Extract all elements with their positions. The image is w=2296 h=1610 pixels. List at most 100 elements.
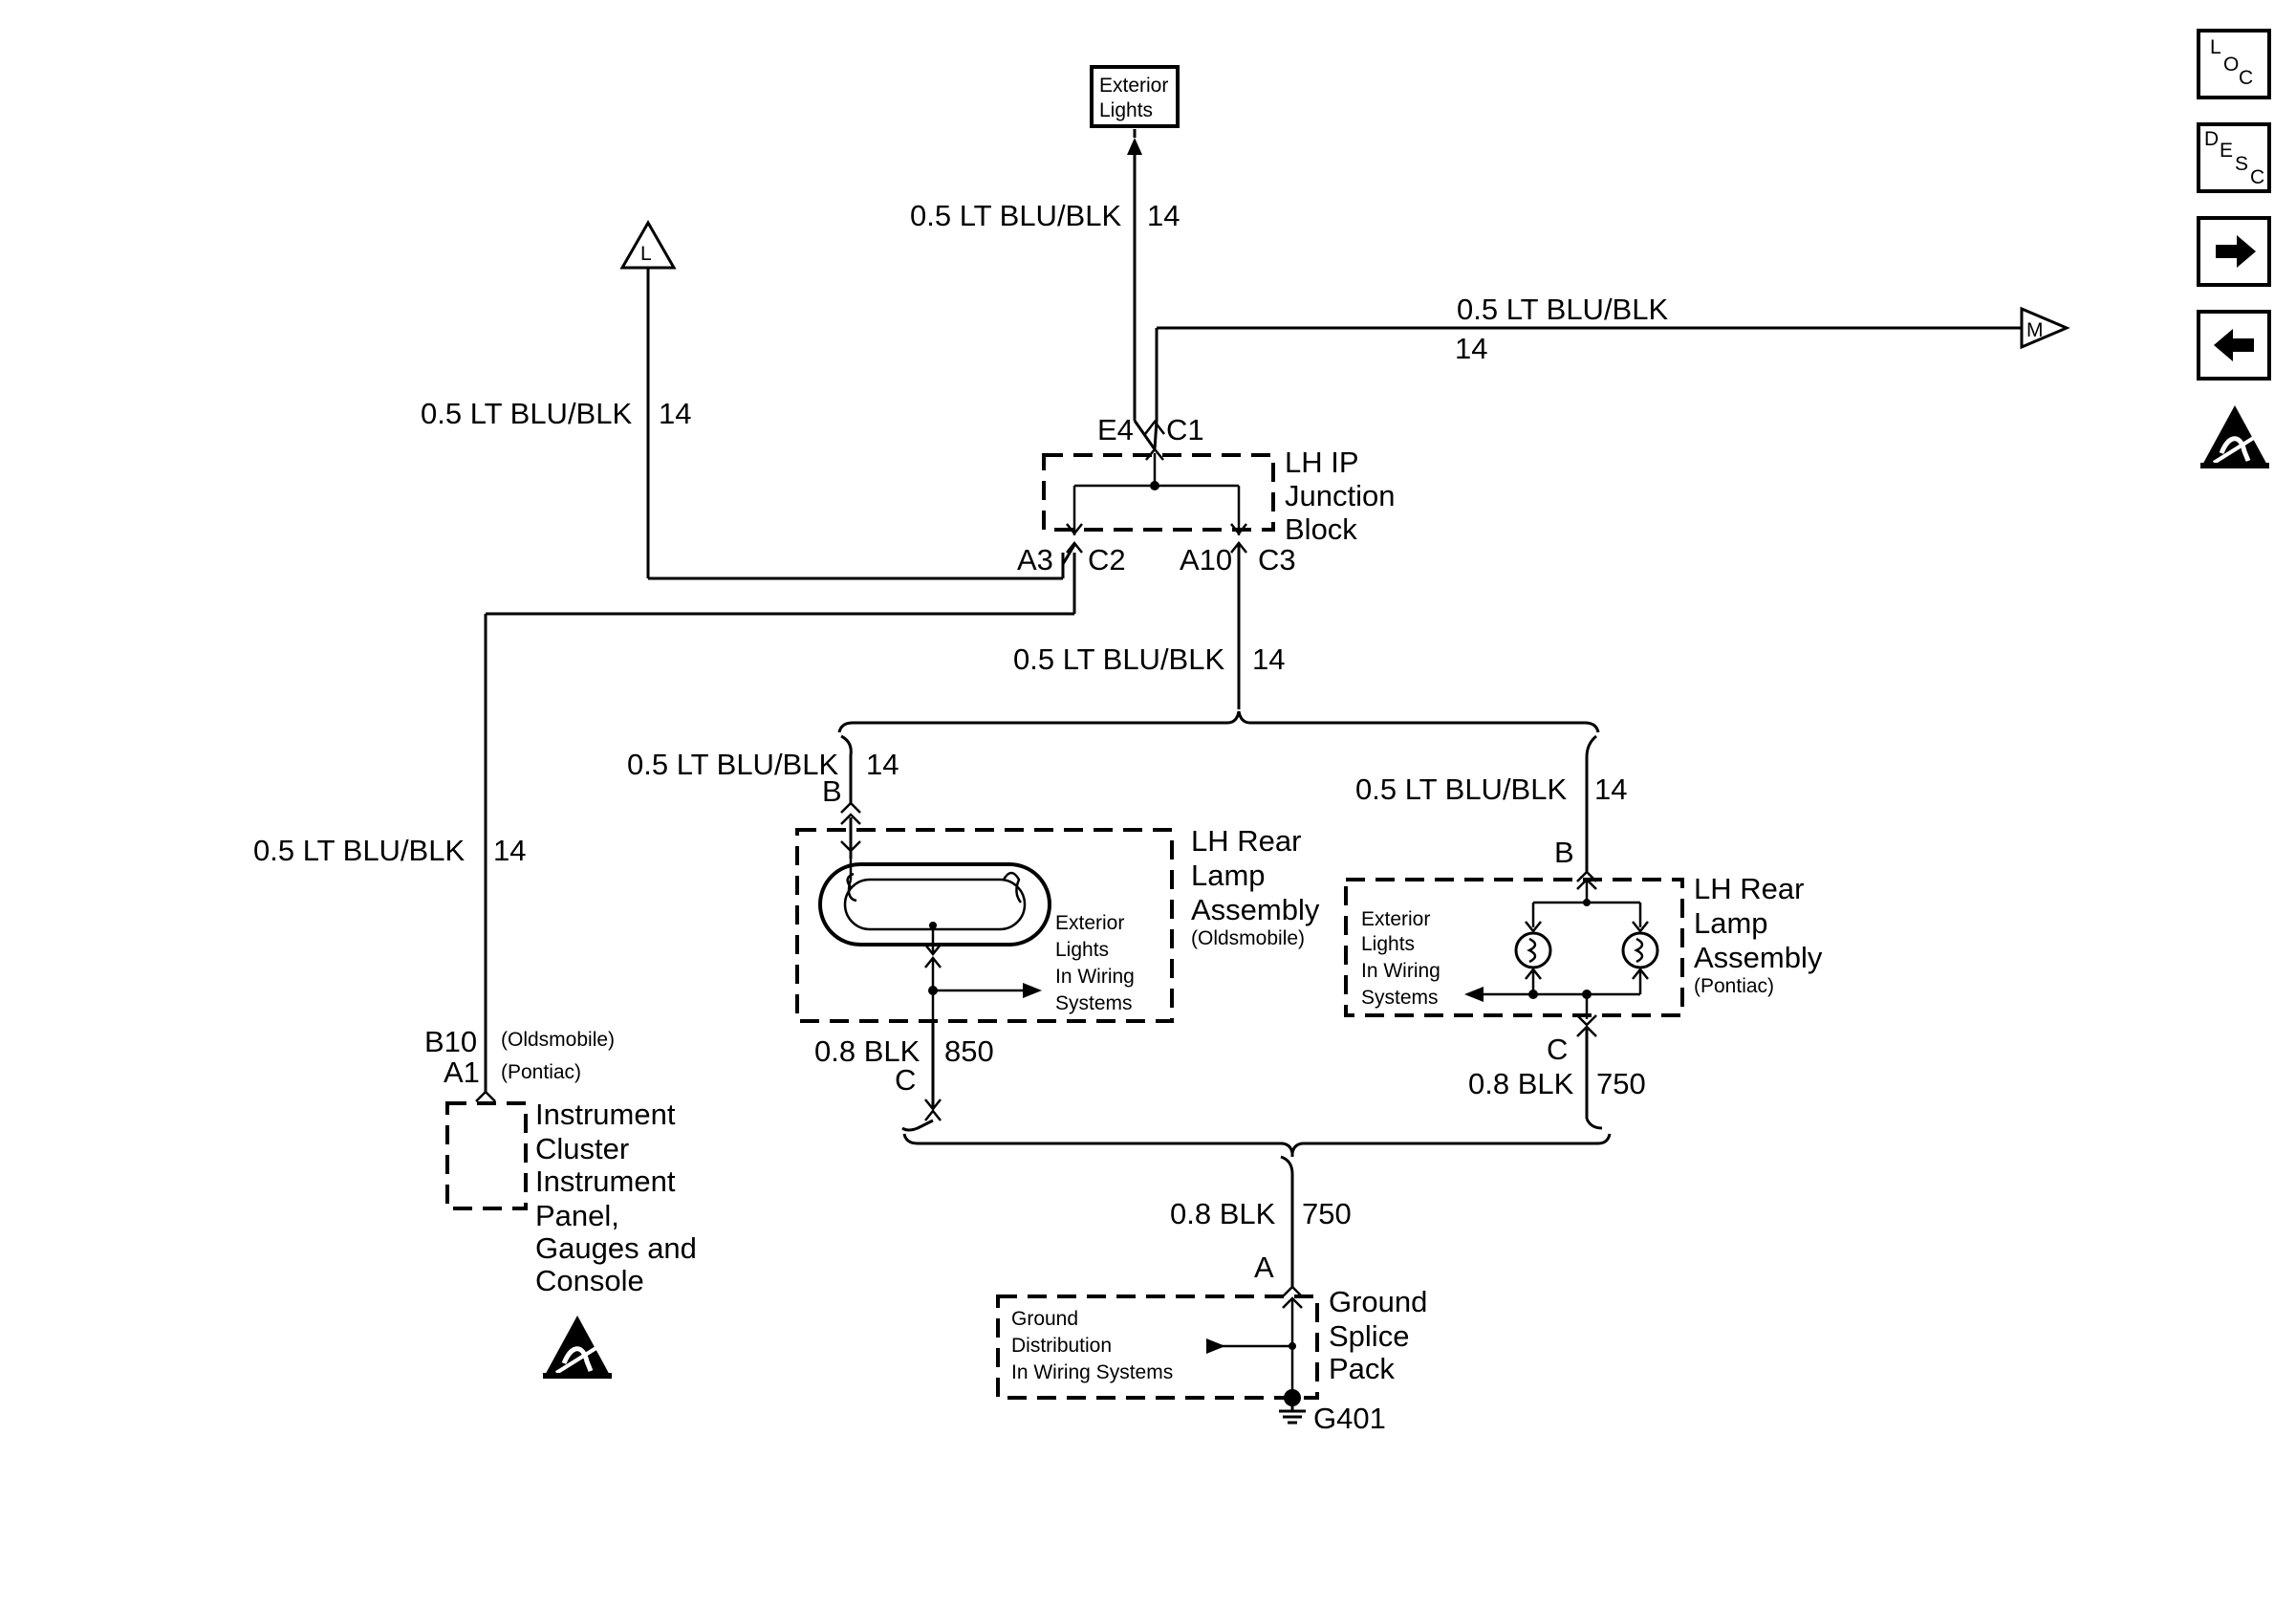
instrument-cluster[interactable]: B10 (Oldsmobile) A1 (Pontiac) Instrument… <box>424 1025 697 1297</box>
svg-text:Console: Console <box>535 1264 644 1297</box>
exterior-lights-box[interactable]: Exterior Lights <box>1090 65 1180 128</box>
pin-b10: B10 <box>424 1025 477 1058</box>
distribution-bus-top <box>837 710 1600 733</box>
ground-splice-pack[interactable]: Ground Distribution In Wiring Systems Gr… <box>996 1285 1427 1406</box>
svg-text:Lamp: Lamp <box>1694 906 1768 940</box>
svg-text:Gauges and: Gauges and <box>535 1231 697 1265</box>
olds-lamp-assembly[interactable]: Exterior Lights In Wiring Systems LH Rea… <box>795 824 1320 1071</box>
pin-a10: A10 <box>1180 543 1232 577</box>
offpage-l-connector[interactable]: L <box>619 219 677 270</box>
pin-c3: C3 <box>1258 543 1296 577</box>
esd-warning-icon <box>2200 405 2269 468</box>
svg-text:Ground: Ground <box>1329 1285 1427 1318</box>
wire-m-gauge: 0.5 LT BLU/BLK <box>1457 293 1668 326</box>
pin-c2: C2 <box>1088 543 1126 577</box>
arrow-right-small-icon <box>1023 983 1042 998</box>
svg-text:Instrument: Instrument <box>535 1098 676 1131</box>
wire-m-circuit: 14 <box>1455 332 1487 365</box>
svg-text:Exterior: Exterior <box>1055 912 1124 934</box>
svg-text:Block: Block <box>1285 512 1357 546</box>
svg-text:Lights: Lights <box>1361 933 1415 955</box>
pin-splice-a: A <box>1254 1251 1274 1284</box>
svg-text:M: M <box>2026 319 2044 341</box>
previous-page-button[interactable] <box>2197 310 2271 381</box>
arrow-right-icon <box>2216 235 2256 268</box>
arrow-right-small-icon <box>1206 1338 1225 1354</box>
svg-text:Distribution: Distribution <box>1011 1335 1112 1357</box>
pin-a1: A1 <box>444 1055 480 1089</box>
next-page-button[interactable] <box>2197 216 2271 287</box>
svg-text:(Pontiac): (Pontiac) <box>501 1061 581 1083</box>
svg-text:LH Rear: LH Rear <box>1694 872 1804 905</box>
svg-text:Lamp: Lamp <box>1191 859 1266 892</box>
wire-top-gauge: 0.5 LT BLU/BLK <box>910 199 1121 232</box>
distribution-bus-bottom <box>901 1118 1612 1157</box>
wire-pont-feed-circuit: 14 <box>1594 772 1627 806</box>
svg-text:L: L <box>640 243 652 265</box>
wire-olds-ground: 0.8 BLK 850 C <box>814 1021 994 1121</box>
wire-splice-circuit: 750 <box>1302 1197 1352 1230</box>
wire-splice-gauge: 0.8 BLK <box>1170 1197 1276 1230</box>
svg-text:Systems: Systems <box>1055 992 1133 1014</box>
pin-pont-c: C <box>1547 1033 1568 1066</box>
ground-symbol: G401 <box>1279 1398 1386 1435</box>
wire-c3-circuit: 14 <box>1252 642 1285 676</box>
svg-text:Assembly: Assembly <box>1191 893 1320 926</box>
svg-text:O: O <box>2223 54 2239 76</box>
svg-text:In Wiring: In Wiring <box>1055 966 1135 988</box>
pin-pont-b: B <box>1554 836 1574 869</box>
bulb-icon <box>1621 931 1659 969</box>
svg-text:Panel,: Panel, <box>535 1199 619 1232</box>
svg-text:Ground: Ground <box>1011 1308 1078 1330</box>
svg-text:C: C <box>2239 67 2253 89</box>
wire-to-l: 0.5 LT BLU/BLK 14 <box>421 268 1065 580</box>
svg-text:S: S <box>2235 153 2248 175</box>
wire-c3-gauge: 0.5 LT BLU/BLK <box>1013 642 1224 676</box>
svg-text:(Oldsmobile): (Oldsmobile) <box>1191 927 1305 949</box>
wire-to-m: 0.5 LT BLU/BLK 14 <box>1155 293 2022 421</box>
wire-l-circuit: 14 <box>659 397 691 430</box>
wire-cluster-feed: 0.5 LT BLU/BLK 14 <box>253 553 1076 1092</box>
svg-text:Cluster: Cluster <box>535 1132 629 1165</box>
svg-text:LH Rear: LH Rear <box>1191 824 1301 858</box>
wire-olds-ground-circuit: 850 <box>944 1034 994 1068</box>
arrow-left-small-icon <box>1464 987 1484 1002</box>
bulb-icon <box>1514 931 1552 969</box>
location-button[interactable]: L O C <box>2197 29 2271 99</box>
exterior-lights-label-2: Lights <box>1099 99 1153 121</box>
description-button[interactable]: D E S C <box>2197 122 2271 193</box>
junction-block[interactable]: LH IP Junction Block <box>1042 419 1395 554</box>
svg-text:(Pontiac): (Pontiac) <box>1694 975 1774 997</box>
pin-e4: E4 <box>1097 413 1134 446</box>
svg-text:In Wiring: In Wiring <box>1361 960 1440 982</box>
pin-olds-c: C <box>895 1063 916 1097</box>
svg-text:Lights: Lights <box>1055 939 1109 961</box>
svg-text:D: D <box>2204 128 2219 150</box>
wire-pont-lamp-feed: 0.5 LT BLU/BLK 14 B <box>1355 734 1627 882</box>
svg-text:Exterior: Exterior <box>1361 908 1430 930</box>
pin-a3: A3 <box>1017 543 1053 577</box>
svg-text:Splice: Splice <box>1329 1319 1409 1353</box>
offpage-m-connector[interactable]: M <box>2020 306 2070 350</box>
svg-text:LH IP: LH IP <box>1285 446 1359 479</box>
wire-c3-down: 0.5 LT BLU/BLK 14 <box>1013 553 1285 709</box>
svg-text:Junction: Junction <box>1285 479 1395 512</box>
wire-pont-ground-gauge: 0.8 BLK <box>1468 1067 1574 1100</box>
svg-text:In Wiring Systems: In Wiring Systems <box>1011 1361 1173 1383</box>
wire-pont-ground: 0.8 BLK 750 C <box>1468 1014 1646 1119</box>
svg-text:L: L <box>2210 36 2221 58</box>
wire-cluster-gauge: 0.5 LT BLU/BLK <box>253 834 465 867</box>
wire-cluster-circuit: 14 <box>493 834 526 867</box>
pin-olds-b: B <box>822 774 842 808</box>
pont-lamp-assembly[interactable]: Exterior Lights In Wiring Systems LH Rea… <box>1344 872 1823 1019</box>
pin-c1: C1 <box>1166 413 1204 446</box>
svg-text:Pack: Pack <box>1329 1352 1395 1385</box>
wire-pont-ground-circuit: 750 <box>1596 1067 1646 1100</box>
wire-pont-feed-gauge: 0.5 LT BLU/BLK <box>1355 772 1567 806</box>
svg-text:(Oldsmobile): (Oldsmobile) <box>501 1029 615 1051</box>
esd-warning-button[interactable] <box>2200 405 2269 468</box>
wire-olds-feed-circuit: 14 <box>866 748 899 781</box>
svg-text:Assembly: Assembly <box>1694 941 1823 974</box>
svg-text:C: C <box>2250 166 2264 188</box>
svg-text:Instrument: Instrument <box>535 1164 676 1198</box>
